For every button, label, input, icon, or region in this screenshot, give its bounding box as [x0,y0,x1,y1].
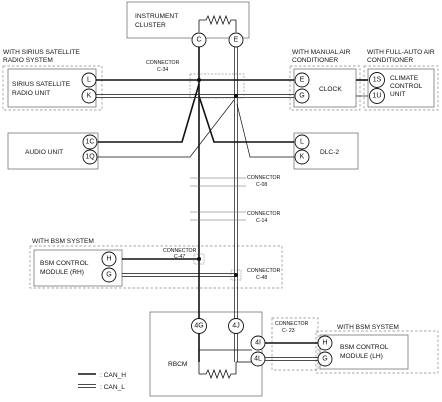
bsm-rh-unit-label-2: MODULE (RH) [40,269,84,276]
rbcm-pin-4l: 4L [254,356,262,363]
dlc-pin-l: L [300,139,304,146]
cluster-title-2: CLUSTER [135,22,166,29]
cluster-pin-c: C [196,37,201,44]
sirius-radio-unit-box [7,68,97,108]
pin-circles [81,32,385,367]
sirius-pin-k: K [87,93,92,100]
bsm-lh-group-outline [315,330,439,374]
sirius-group-outline [2,65,103,111]
sirius-unit-label-2: RADIO UNIT [12,90,50,97]
c47-label-2: C-47 [174,254,185,260]
c34-label-1: CONNECTOR [146,60,180,66]
bsm-rh-unit-label-1: BSM CONTROL [40,260,89,267]
bsm-rh-pin-h: H [106,256,111,263]
manual-ac-group-outline [289,65,361,111]
bsm-rh-group-label: WITH BSM SYSTEM [32,238,94,245]
resistor-bottom-symbol [198,362,237,380]
bsm-rh-group-outline [29,245,283,289]
climate-pin-1s: 1S [373,77,382,84]
manual-ac-label-1: WITH MANUAL AIR [292,49,351,56]
audio-unit-box [7,132,99,170]
full-auto-ac-group-outline [363,65,439,111]
c14-label-1: CONNECTOR [247,211,281,217]
legend-can-l-line [78,384,96,388]
c48-label-2: C-48 [256,275,267,281]
legend-can-l-label: : CAN_L [100,384,125,391]
rbcm-pin-4j: 4J [232,323,239,330]
sirius-pin-l: L [87,77,91,84]
connector-c08-marks [190,177,246,187]
resistor-top-symbol [198,14,237,32]
climate-pin-1u: 1U [373,93,382,100]
bsm-lh-pin-g: G [322,356,327,363]
c48-label-1: CONNECTOR [247,268,281,274]
dlc-pin-k: K [300,154,305,161]
full-auto-label-2: CONDITIONER [367,57,413,64]
cluster-title-1: INSTRUMENT [135,13,178,20]
full-auto-label-1: WITH FULL-AUTO AIR [367,49,435,56]
climate-label-1: CLIMATE [390,75,419,82]
connector-c34-marks [189,73,245,99]
c14-label-2: C-14 [256,218,267,224]
bsm-lh-module-box [319,334,409,370]
c08-label-1: CONNECTOR [247,175,281,181]
sirius-unit-label-1: SIRIUS SATELLITE [12,81,71,88]
c34-label-2: C-34 [157,67,168,73]
sirius-group-label-2: RADIO SYSTEM [3,57,53,64]
bsm-lh-group-label: WITH BSM SYSTEM [337,324,399,331]
clock-pin-g: G [299,93,304,100]
sirius-group-label-1: WITH SIRIUS SATELLITE [3,49,80,56]
c23-label-1: CONNECTOR [275,321,309,327]
audio-unit-label: AUDIO UNIT [25,149,63,156]
climate-label-3: UNIT [390,91,405,98]
rbcm-pin-4g: 4G [194,323,203,330]
rbcm-label: RBCM [168,361,187,368]
manual-ac-label-2: CONDITIONER [292,57,338,64]
audio-pin-1c: 1C [86,139,95,146]
dlc-label: DLC-2 [320,149,339,156]
bsm-lh-unit-label-1: BSM CONTROL [340,344,389,351]
clock-pin-e: E [300,77,305,84]
c08-label-2: C-08 [256,182,267,188]
bsm-lh-pin-h: H [322,340,327,347]
cluster-pin-e: E [234,37,239,44]
c47-label-1: CONNECTOR [163,248,197,254]
connector-c14-marks [190,211,246,221]
c23-label-2: C- 23 [282,328,295,334]
audio-pin-1q: 1Q [85,154,95,161]
climate-label-2: CONTROL [390,83,423,90]
rbcm-pin-4i: 4I [255,340,261,347]
bsm-rh-pin-g: G [106,272,111,279]
bsm-lh-unit-label-2: MODULE (LH) [340,353,383,360]
legend-can-h-label: : CAN_H [100,372,126,379]
instrument-cluster-box [126,1,250,39]
clock-label: CLOCK [319,86,342,93]
